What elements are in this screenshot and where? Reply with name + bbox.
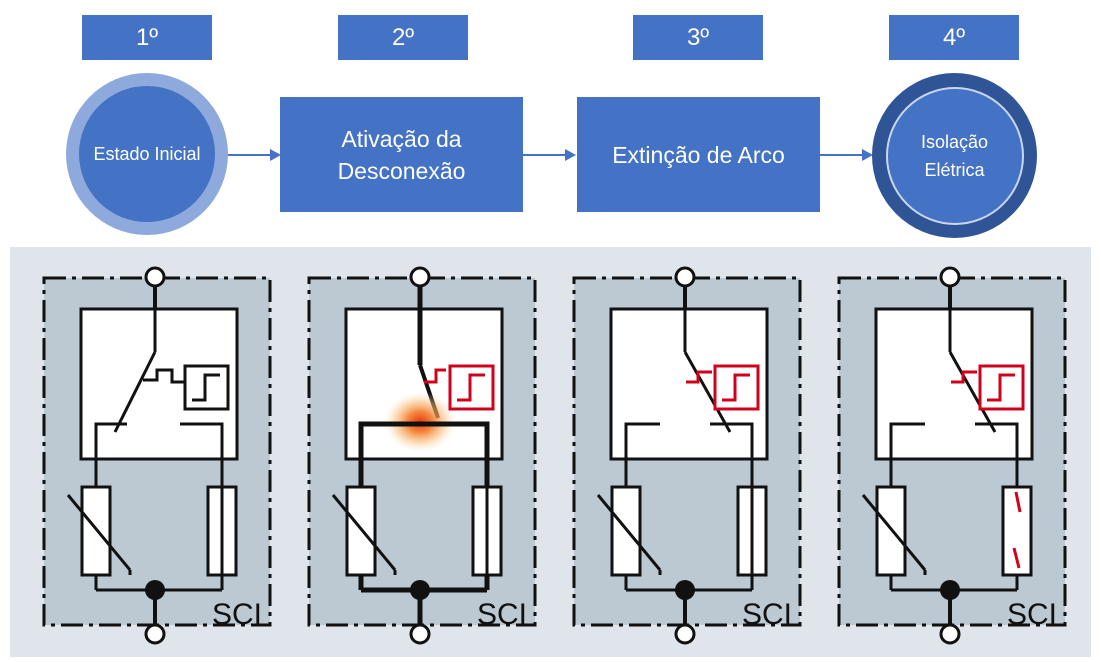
- flow-arrow-1: [228, 149, 281, 161]
- step-3-label: Extinção de Arco: [612, 141, 785, 168]
- step-4-circle: Isolação Elétrica: [872, 73, 1037, 238]
- step-1-label: Estado Inicial: [93, 143, 201, 164]
- step-4-label-line1: Isolação: [920, 131, 989, 152]
- step-4-circle-inner: Isolação Elétrica: [885, 86, 1024, 225]
- circuit-2: SCI: [307, 266, 537, 645]
- step-2-box: Ativação da Desconexão: [280, 97, 523, 212]
- circuit-3: SCI: [572, 266, 802, 645]
- circuit-1-label: SCI: [212, 598, 262, 631]
- step-4-label-line2: Elétrica: [924, 159, 985, 180]
- circuit-1: SCI: [42, 266, 272, 645]
- circuit-4-label: SCI: [1007, 598, 1057, 631]
- step-3-box: Extinção de Arco: [577, 97, 820, 212]
- step-2-label-line2: Desconexão: [337, 157, 466, 184]
- step-4-badge: 4º: [889, 15, 1019, 60]
- circuit-4: SCI: [837, 266, 1067, 645]
- circuit-3-label: SCI: [742, 598, 792, 631]
- step-1-badge: 1º: [82, 15, 212, 60]
- flow-arrow-3: [820, 149, 873, 161]
- step-2-label-line1: Ativação da: [341, 125, 462, 152]
- step-2-badge: 2º: [338, 15, 468, 60]
- step-3-badge: 3º: [633, 15, 763, 60]
- step-1-circle-inner: Estado Inicial: [79, 86, 215, 222]
- circuit-2-label: SCI: [477, 598, 527, 631]
- step-1-circle: Estado Inicial: [66, 73, 228, 235]
- flow-arrow-2: [523, 149, 576, 161]
